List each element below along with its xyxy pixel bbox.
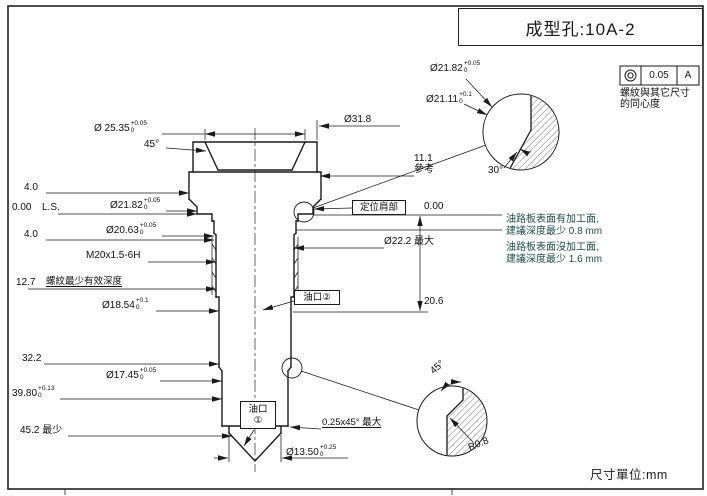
concentricity-note-line2: 的同心度 bbox=[620, 99, 660, 110]
callout-oil-port-1: 油口 ① bbox=[240, 401, 276, 429]
dim-dia-31-8: Ø31.8 bbox=[344, 114, 372, 125]
detail-marker-circles bbox=[281, 144, 487, 411]
surface-note-machined-2: 建議深度最少 0.8 mm bbox=[506, 226, 603, 237]
dim-h-12-7: 12.7 bbox=[16, 277, 36, 288]
title-block: 成型孔:10A-2 bbox=[458, 8, 703, 46]
thread-depth-note: 螺紋最少有效深度 bbox=[46, 276, 123, 287]
dim-h-32-2: 32.2 bbox=[22, 353, 42, 364]
drawing-title: 成型孔:10A-2 bbox=[525, 19, 636, 39]
detail-view-chamfer bbox=[416, 379, 488, 457]
surface-note-unmachined-2: 建議深度最少 1.6 mm bbox=[506, 254, 603, 265]
concentricity-frame bbox=[619, 65, 700, 86]
dim-h-0-00-right: 0.00 bbox=[424, 201, 444, 212]
dim-angle-45-top: 45° bbox=[144, 139, 160, 150]
concentricity-tolerance: 0.05 bbox=[649, 70, 669, 81]
dim-dia-22-2-max: Ø22.2 最大 bbox=[384, 236, 435, 247]
dim-ls-label: L.S. bbox=[42, 202, 60, 213]
chamfer-note: 0.25x45° 最大 bbox=[322, 417, 382, 428]
dim-h-4-0-upper: 4.0 bbox=[24, 182, 38, 193]
dim-h-45-2-min: 45.2 最少 bbox=[20, 425, 63, 436]
surface-note-machined-1: 油路板表面有加工面, bbox=[506, 214, 599, 225]
callout-oil-port-2: 油口② bbox=[294, 290, 340, 305]
dim-h-0-00-left: 0.00 bbox=[12, 202, 32, 213]
dim-ref-11-1-note: 參考 bbox=[414, 164, 434, 175]
concentricity-note-line1: 螺紋與其它尺寸 bbox=[620, 88, 690, 99]
dim-ref-11-1-value: 11.1 bbox=[414, 153, 433, 164]
dimension-lines bbox=[28, 78, 502, 462]
sheet-frame bbox=[7, 5, 704, 495]
units-label: 尺寸單位:mm bbox=[590, 468, 668, 482]
part-section-view bbox=[188, 141, 322, 463]
concentricity-symbol-icon bbox=[624, 69, 637, 82]
dim-angle-30-detail: 30° bbox=[488, 165, 504, 176]
detail-view-shoulder bbox=[482, 93, 560, 171]
dim-h-20-6: 20.6 bbox=[424, 296, 444, 307]
concentricity-datum: A bbox=[684, 70, 692, 81]
dim-thread-spec: M20x1.5-6H bbox=[86, 250, 141, 261]
surface-note-unmachined-1: 油路板表面沒加工面, bbox=[506, 242, 599, 253]
dim-h-4-0-lower: 4.0 bbox=[24, 229, 38, 240]
callout-locating-shoulder: 定位肩部 bbox=[352, 200, 406, 215]
